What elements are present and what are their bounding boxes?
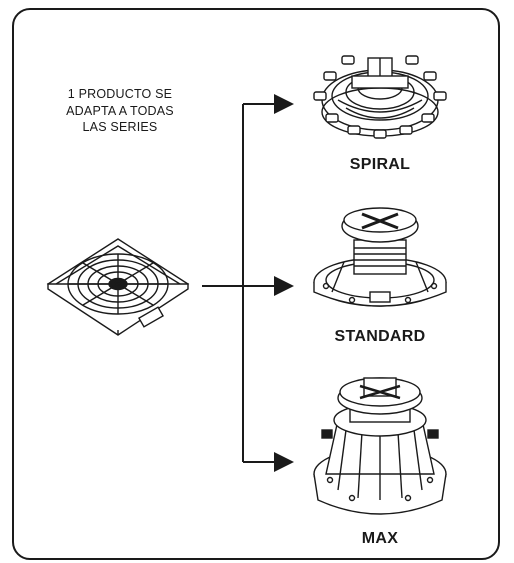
connector-lines xyxy=(202,94,294,472)
caption-line-3: LAS SERIES xyxy=(82,120,158,134)
standard-label: STANDARD xyxy=(334,328,426,345)
spiral-pedestal-icon xyxy=(313,55,447,139)
adapter-plate-icon xyxy=(46,238,190,336)
caption-line-1: 1 PRODUCTO SE xyxy=(67,87,173,101)
caption-line-2: ADAPTA A TODAS xyxy=(66,103,174,118)
max-pedestal-icon xyxy=(313,377,447,515)
caption-text: 1 PRODUCTO SE ADAPTA A TODAS LAS SERIES xyxy=(40,86,200,136)
spiral-label: SPIRAL xyxy=(349,156,411,173)
max-label: MAX xyxy=(361,530,399,547)
diagram-frame xyxy=(12,8,500,560)
standard-pedestal-icon xyxy=(313,207,447,307)
